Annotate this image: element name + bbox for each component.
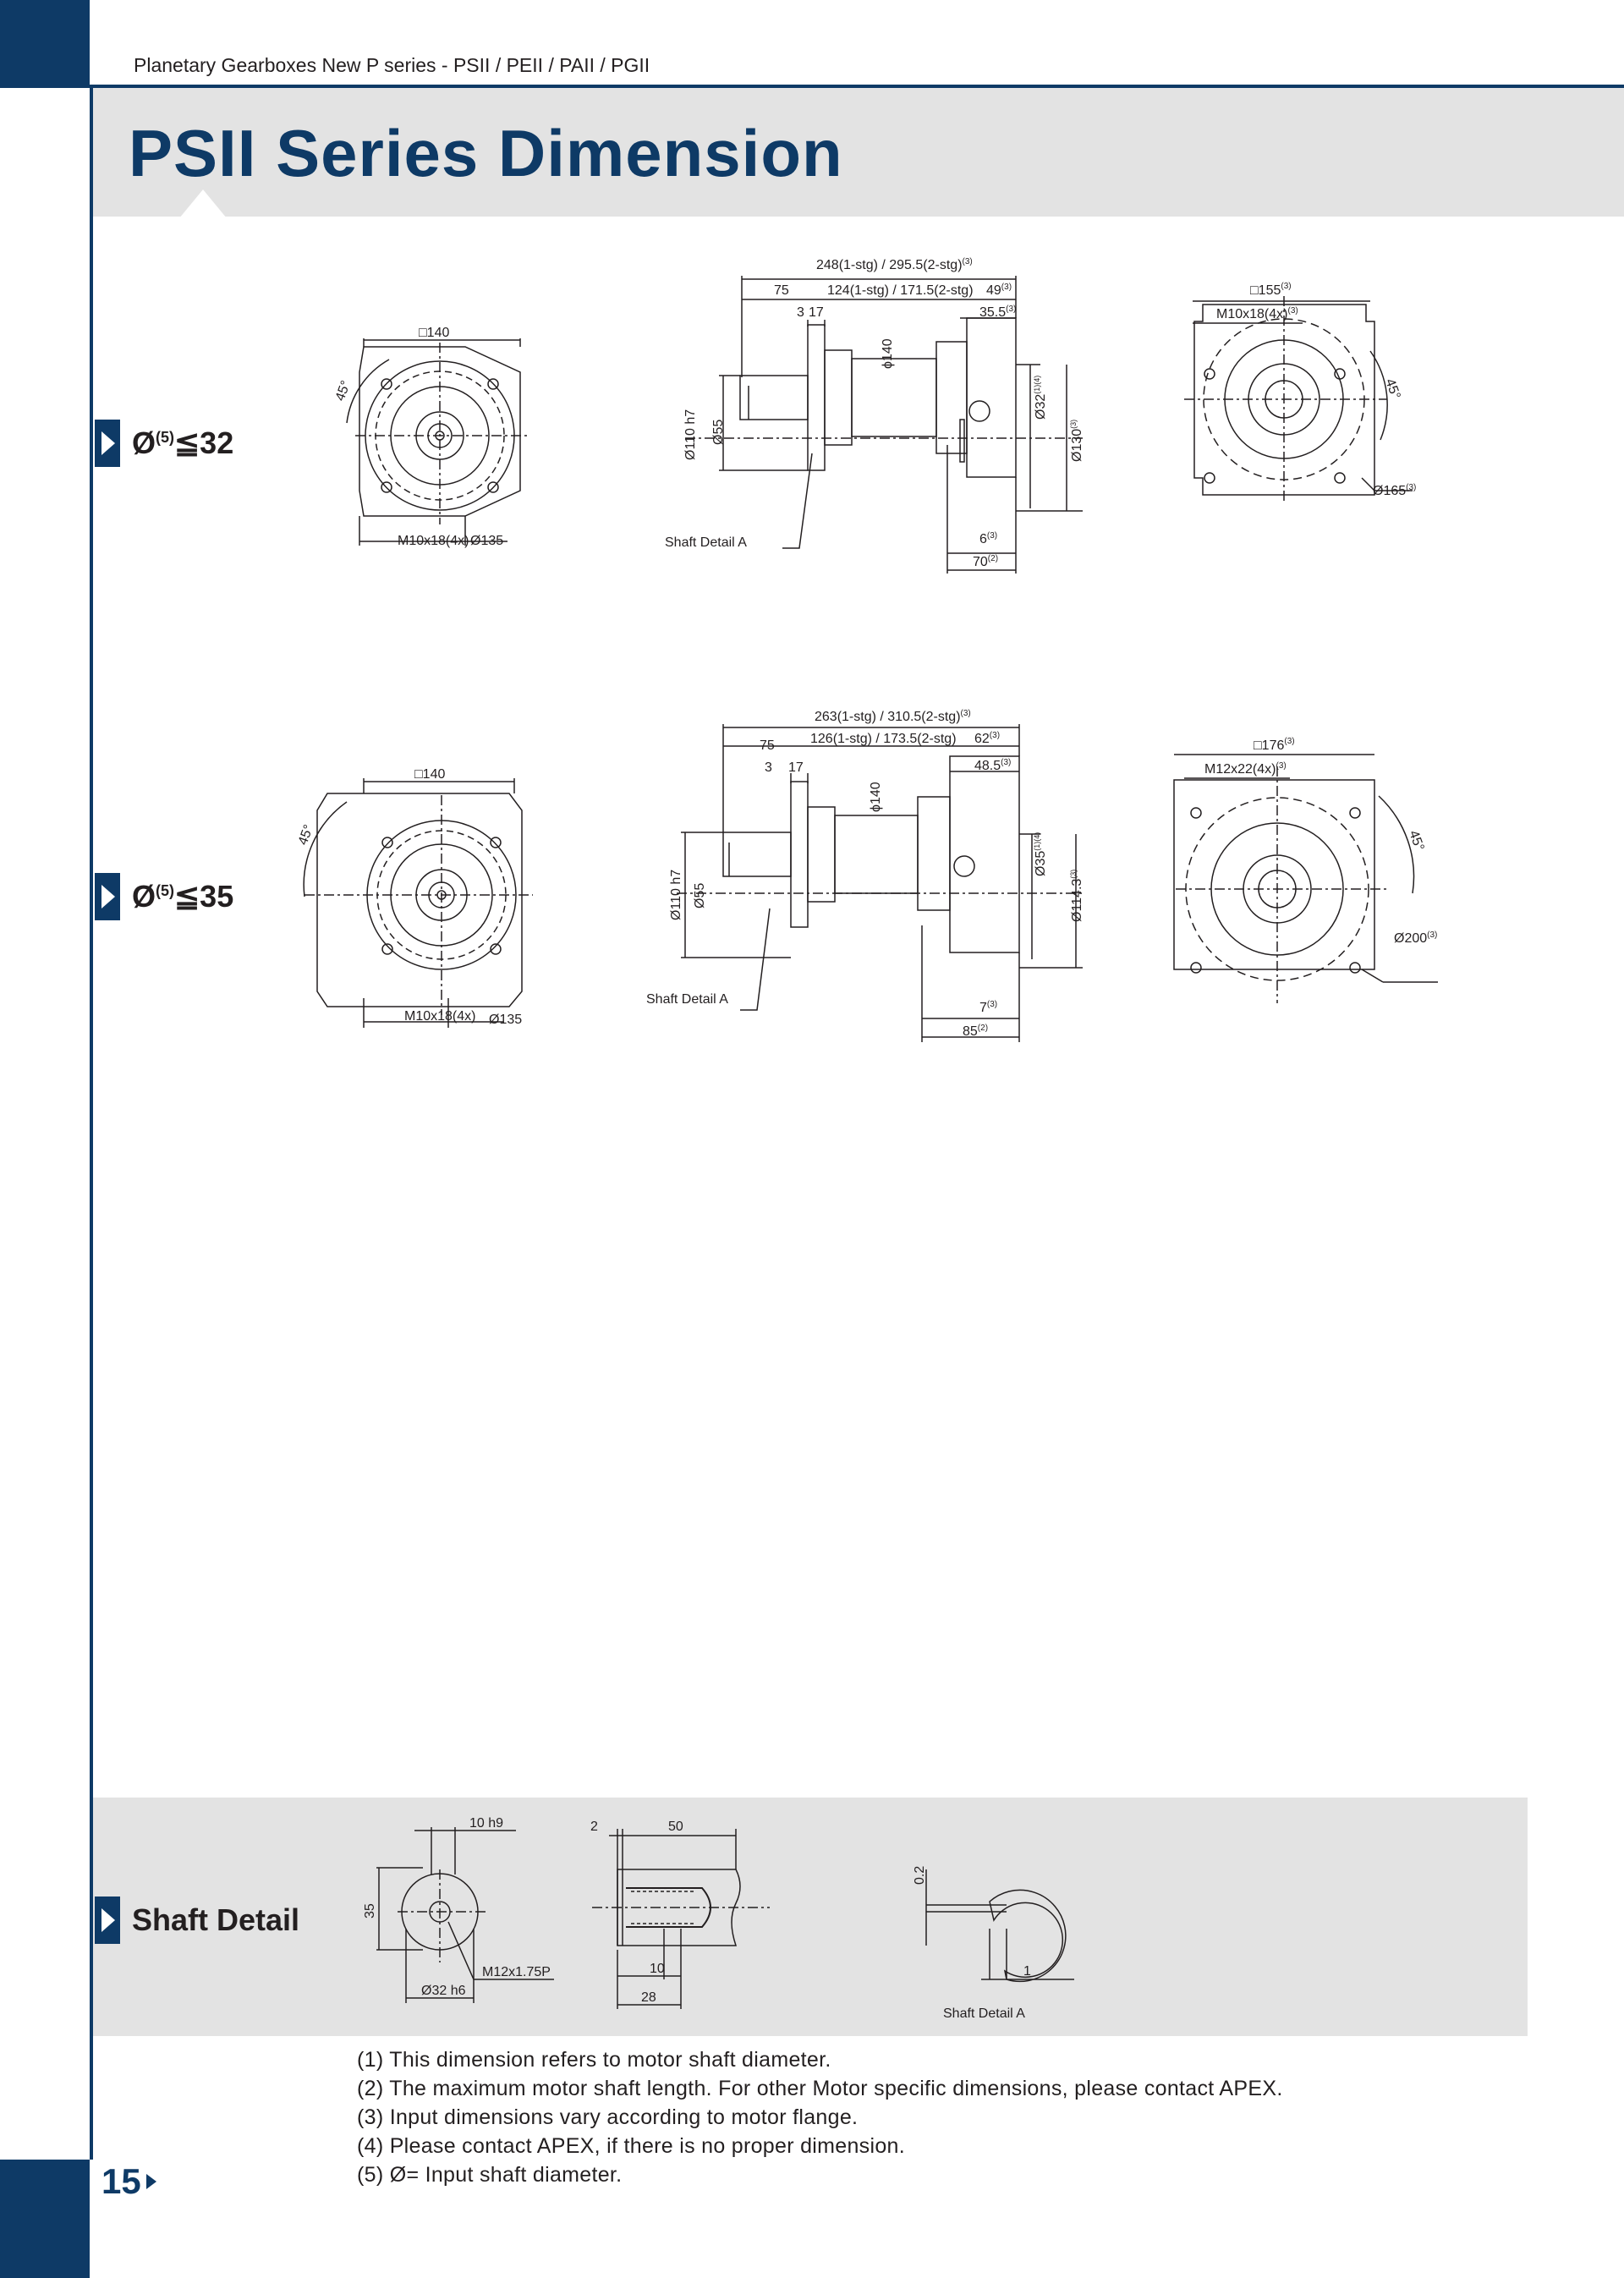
- dim-shaft-len: 75: [760, 738, 775, 753]
- dim-overall: 248(1-stg) / 295.5(2-stg)(3): [816, 257, 973, 272]
- dim-height: 35: [363, 1903, 377, 1918]
- title-notch: [179, 189, 227, 218]
- dim-pcd: Ø135: [489, 1013, 522, 1027]
- page-arrow-icon: [145, 2174, 156, 2189]
- shaft-section-drawing: 2 50 10 28: [584, 1810, 787, 2022]
- rear-view-drawing-35: □176(3) M12x22(4x)(3) 45° Ø200(3): [1150, 724, 1455, 1012]
- dim-square: □140: [414, 767, 445, 782]
- dim-spigot: 6(3): [979, 531, 997, 546]
- footnote-2: (2) The maximum motor shaft length. For …: [357, 2077, 1283, 2100]
- dim-flange-b: 17: [788, 760, 804, 775]
- dim-motor-pilot: Ø114.3(3): [1069, 870, 1084, 922]
- dim-bore: Ø32(1)(4): [1033, 376, 1048, 420]
- dim-bore: Ø35(1)(4): [1033, 832, 1048, 876]
- corner-block-bottom: [0, 2160, 90, 2278]
- tab-arrow-icon: [95, 420, 120, 467]
- dim-motor-a: 62(3): [974, 731, 1000, 746]
- page-number: 15: [102, 2161, 156, 2202]
- rear-view-drawing-32: □155(3) M10x18(4x)(3) 45° Ø165(3): [1159, 271, 1438, 516]
- dim-bolt: M10x18(4x): [398, 534, 469, 548]
- section-tab-35: Ø(5)≦35: [95, 873, 233, 920]
- dim-c: 10: [650, 1962, 665, 1976]
- title-band: [93, 88, 1624, 217]
- section-label-32: Ø(5)≦32: [132, 425, 234, 460]
- dim-angle: 45°: [333, 379, 354, 403]
- section-tab-32: Ø(5)≦32: [95, 420, 233, 467]
- dim-bolt: M10x18(4x)(3): [1216, 306, 1298, 321]
- section-label-35: Ø(5)≦35: [132, 879, 234, 914]
- front-view-drawing-32: □140 45° M10x18(4x) Ø135: [313, 321, 541, 558]
- dim-body: 124(1-stg) / 171.5(2-stg): [827, 283, 974, 298]
- page-number-text: 15: [102, 2161, 141, 2201]
- dim-housing: ϕ140: [869, 782, 883, 812]
- page-title: PSII Series Dimension: [129, 116, 843, 190]
- footnote-3: (3) Input dimensions vary according to m…: [357, 2105, 859, 2129]
- shaft-detail-a-drawing: 0.2 1 Shaft Detail A: [914, 1844, 1100, 2030]
- dim-motor-a: 49(3): [986, 283, 1012, 298]
- detail-a-caption: Shaft Detail A: [943, 2006, 1025, 2021]
- dim-shaft-dia: Ø55: [711, 420, 726, 445]
- dim-pcd: Ø200(3): [1394, 930, 1437, 946]
- dim-flange-b: 17: [809, 305, 824, 320]
- footnote-4: (4) Please contact APEX, if there is no …: [357, 2134, 905, 2158]
- dim-thread: M12x1.75P: [482, 1965, 551, 1979]
- dim-motor-b: 48.5(3): [974, 758, 1011, 773]
- dim-gap: 0.2: [914, 1866, 927, 1885]
- corner-block-top: [0, 0, 90, 88]
- shaft-detail-label: Shaft Detail: [132, 1902, 300, 1937]
- dim-key: 10 h9: [469, 1816, 503, 1831]
- dim-shaft-dia: Ø55: [693, 883, 707, 908]
- dim-angle: 45°: [1406, 829, 1426, 854]
- margin-rule: [90, 88, 93, 2160]
- footnote-1: (1) This dimension refers to motor shaft…: [357, 2048, 831, 2072]
- shaft-end-view-drawing: 10 h9 35 M12x1.75P Ø32 h6: [347, 1810, 575, 2022]
- dim-angle: 45°: [1382, 377, 1402, 402]
- dim-dia: Ø32 h6: [421, 1984, 466, 1998]
- side-view-drawing-32: 248(1-stg) / 295.5(2-stg)(3) 75 124(1-st…: [660, 250, 1100, 580]
- dim-pcd: Ø165(3): [1373, 483, 1416, 498]
- dim-d: 28: [641, 1990, 656, 2005]
- shaft-detail-band: [93, 1798, 1528, 2036]
- dim-square: □176(3): [1254, 737, 1295, 753]
- dim-overall: 263(1-stg) / 310.5(2-stg)(3): [815, 709, 971, 724]
- footnote-5: (5) Ø= Input shaft diameter.: [357, 2163, 623, 2187]
- side-view-drawing-35: 263(1-stg) / 310.5(2-stg)(3) 75 126(1-st…: [643, 705, 1100, 1044]
- dim-pcd: Ø135: [470, 534, 503, 548]
- dim-a: 2: [590, 1820, 598, 1834]
- dim-square: □140: [419, 326, 449, 340]
- dim-flange-a: 3: [765, 760, 772, 775]
- tab-arrow-icon: [95, 873, 120, 920]
- dim-bolt: M12x22(4x)(3): [1204, 761, 1287, 777]
- dim-flange-a: 3: [797, 305, 804, 320]
- tab-arrow-icon: [95, 1897, 120, 1944]
- dim-motor-b: 35.5(3): [979, 305, 1016, 320]
- shaft-detail-tab: Shaft Detail: [95, 1897, 299, 1944]
- footnotes: (1) This dimension refers to motor shaft…: [357, 2045, 1283, 2189]
- dim-len: 1: [1023, 1964, 1031, 1979]
- dim-pilot: Ø110 h7: [669, 870, 683, 920]
- shaft-detail-callout: Shaft Detail A: [646, 992, 728, 1007]
- dim-spigot: 7(3): [979, 1000, 997, 1015]
- dim-square: □155(3): [1250, 282, 1292, 298]
- shaft-detail-callout: Shaft Detail A: [665, 535, 747, 550]
- front-view-drawing-35: □140 45° M10x18(4x) Ø135: [288, 753, 541, 1040]
- dim-pilot: Ø110 h7: [683, 409, 698, 460]
- dim-shaft-len: 75: [774, 283, 789, 298]
- dim-motor-len: 85(2): [963, 1024, 988, 1039]
- dim-motor-pilot: Ø130(3): [1069, 420, 1084, 462]
- dim-housing: ϕ140: [881, 338, 895, 369]
- dim-motor-len: 70(2): [973, 554, 998, 569]
- dim-b: 50: [668, 1820, 683, 1834]
- series-header: Planetary Gearboxes New P series - PSII …: [134, 54, 650, 76]
- dim-body: 126(1-stg) / 173.5(2-stg): [810, 732, 957, 746]
- dim-bolt: M10x18(4x): [404, 1009, 475, 1024]
- header-rule: [90, 85, 1624, 88]
